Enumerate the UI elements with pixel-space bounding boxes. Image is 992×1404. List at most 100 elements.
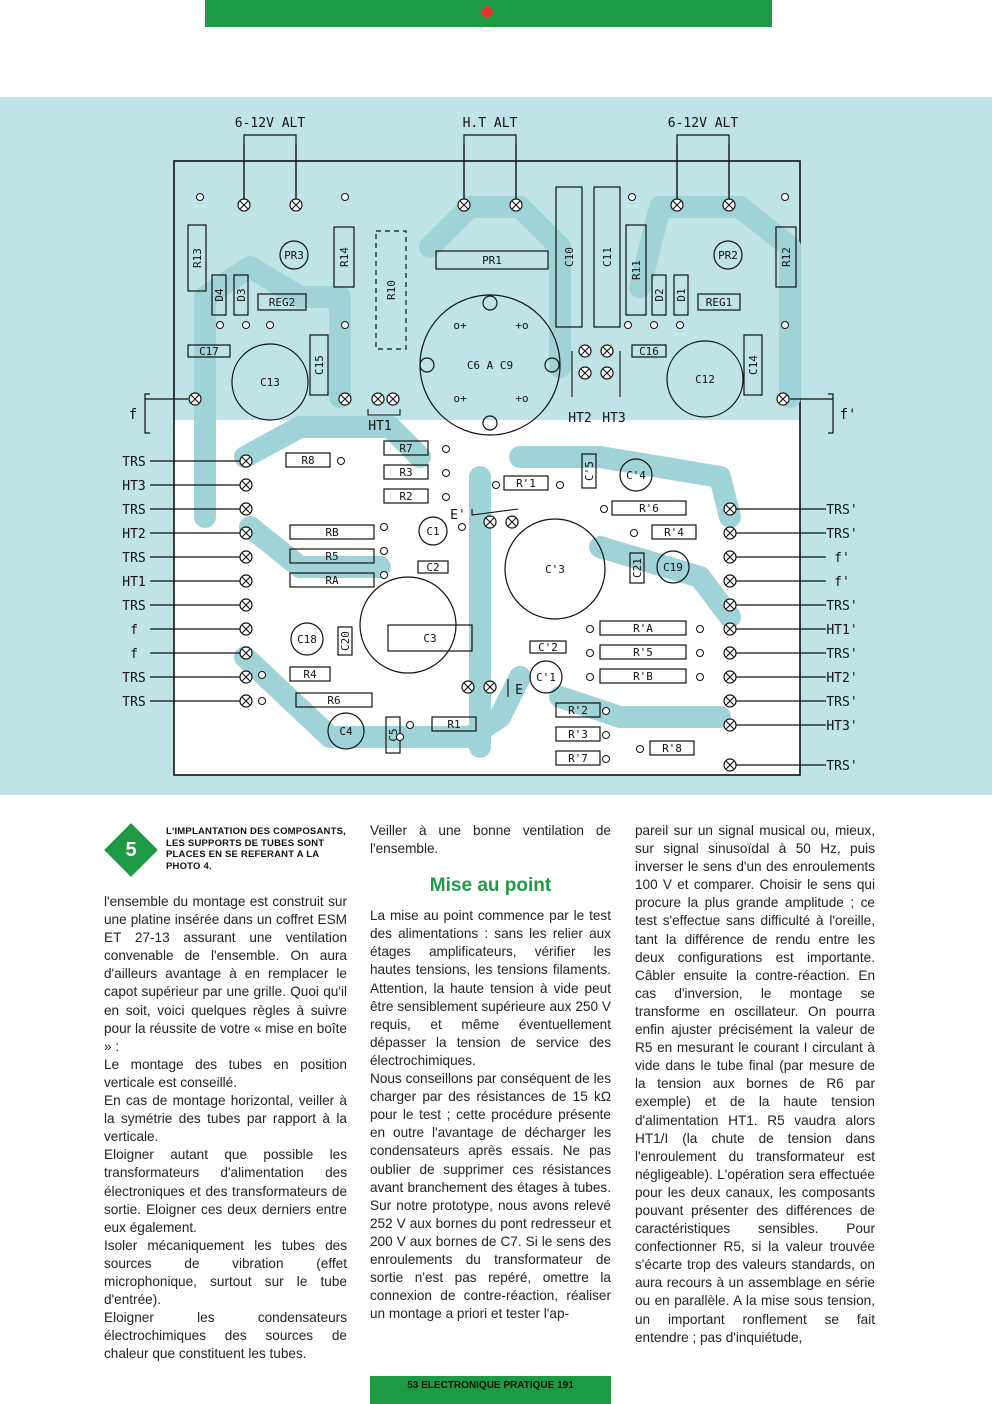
capacitor-outline <box>290 622 324 656</box>
figure-caption: 5 L'IMPLANTATION DES COMPOSANTS, LES SUP… <box>104 823 348 877</box>
paragraph: Isoler mécaniquement les tubes des sourc… <box>104 1237 347 1308</box>
connector-label: TRS <box>122 671 145 686</box>
pad <box>406 721 414 729</box>
pad <box>380 523 388 531</box>
terminal-cross <box>241 456 251 466</box>
pad <box>458 523 466 531</box>
component-outline <box>431 716 477 732</box>
connector-label: f <box>130 647 138 662</box>
component-label: C19 <box>663 561 683 574</box>
connector-label: f <box>130 623 138 638</box>
component-label: C'3 <box>545 563 565 576</box>
terminal-cross <box>725 528 735 538</box>
component-label: R3 <box>399 466 412 479</box>
component-outline <box>289 666 331 682</box>
terminal-cross <box>580 368 590 378</box>
component-label: R'8 <box>662 742 682 755</box>
component-label: PR2 <box>718 249 738 262</box>
caption-text: L'IMPLANTATION DES COMPOSANTS, LES SUPPO… <box>166 826 346 872</box>
terminal-cross <box>241 600 251 610</box>
paragraph: Eloigner autant que possible les transfo… <box>104 1147 347 1235</box>
terminal-cross <box>373 394 383 404</box>
component-outline <box>289 524 375 540</box>
terminal-cross <box>725 672 735 682</box>
component-label: R'4 <box>664 526 684 539</box>
terminal-label: E <box>515 683 523 698</box>
component-outline <box>187 344 231 358</box>
pad <box>586 673 594 681</box>
input-bracket <box>463 134 517 144</box>
component-outline <box>375 230 407 350</box>
connector-label: HT2' <box>826 671 857 686</box>
component-label: C17 <box>199 345 219 358</box>
connector-label: HT2 <box>122 527 145 542</box>
component-outline <box>289 548 375 564</box>
pad <box>492 481 500 489</box>
component-label: R7 <box>399 442 412 455</box>
component-label: C11 <box>601 247 614 267</box>
ht-bracket <box>367 409 401 416</box>
terminal-cross <box>241 576 251 586</box>
component-outline <box>333 226 355 288</box>
terminal-cross <box>724 200 734 210</box>
pad <box>586 625 594 633</box>
input-wire <box>243 144 297 201</box>
terminal-cross <box>507 517 517 527</box>
ht-label: HT3 <box>602 411 625 426</box>
component-label: R2 <box>399 490 412 503</box>
connector-label: TRS <box>122 455 145 470</box>
diamond-icon <box>479 4 495 20</box>
terminal-cross <box>291 200 301 210</box>
component-outline <box>599 668 687 684</box>
pad <box>602 731 610 739</box>
component-label: R11 <box>630 260 643 280</box>
connector-label: TRS' <box>826 695 857 710</box>
copper-trace <box>549 686 731 728</box>
component-label: RB <box>325 526 339 539</box>
pad <box>630 529 638 537</box>
terminal-cross <box>602 368 612 378</box>
connector-label: TRS' <box>826 527 857 542</box>
component-label: C4 <box>339 725 353 738</box>
capacitor-outline <box>619 458 653 492</box>
component-label: C'4 <box>626 469 646 482</box>
pad <box>544 357 560 373</box>
component-label: REG2 <box>269 296 296 309</box>
component-label: R'2 <box>568 704 588 717</box>
terminal-label: E' <box>450 508 466 523</box>
component-outline <box>387 624 473 652</box>
input-label: 6-12V ALT <box>235 116 306 131</box>
input-bracket <box>676 134 730 144</box>
input-label: H.T ALT <box>463 116 518 131</box>
terminal-cross <box>725 552 735 562</box>
terminal-cross <box>241 504 251 514</box>
terminal-cross <box>778 394 788 404</box>
paragraph: Veiller à une bonne ventilation de l'ens… <box>370 823 611 857</box>
input-bracket <box>243 134 297 144</box>
component-outline <box>383 440 429 456</box>
component-outline <box>233 274 249 316</box>
regulator-adjust-icon <box>279 240 309 270</box>
component-label: D4 <box>213 288 226 302</box>
terminal-cross <box>241 480 251 490</box>
text-column-2: Veiller à une bonne ventilation de l'ens… <box>370 822 611 1323</box>
component-label: C2 <box>426 561 439 574</box>
terminal-cross <box>725 648 735 658</box>
pad <box>676 321 684 329</box>
component-label: PR3 <box>284 249 304 262</box>
pad <box>242 321 250 329</box>
terminal-cross <box>239 200 249 210</box>
pad <box>442 445 450 453</box>
component-outline <box>673 274 689 316</box>
component-outline <box>625 224 647 316</box>
component-label: C'5 <box>583 461 596 481</box>
copper-trace <box>589 536 741 628</box>
connector-label: TRS' <box>826 599 857 614</box>
component-label: R6 <box>327 694 340 707</box>
connector-label: HT3 <box>122 479 145 494</box>
component-outline <box>599 620 687 636</box>
component-label: C6 A C9 <box>467 359 513 372</box>
terminal-cross <box>241 648 251 658</box>
component-label: R'7 <box>568 752 588 765</box>
